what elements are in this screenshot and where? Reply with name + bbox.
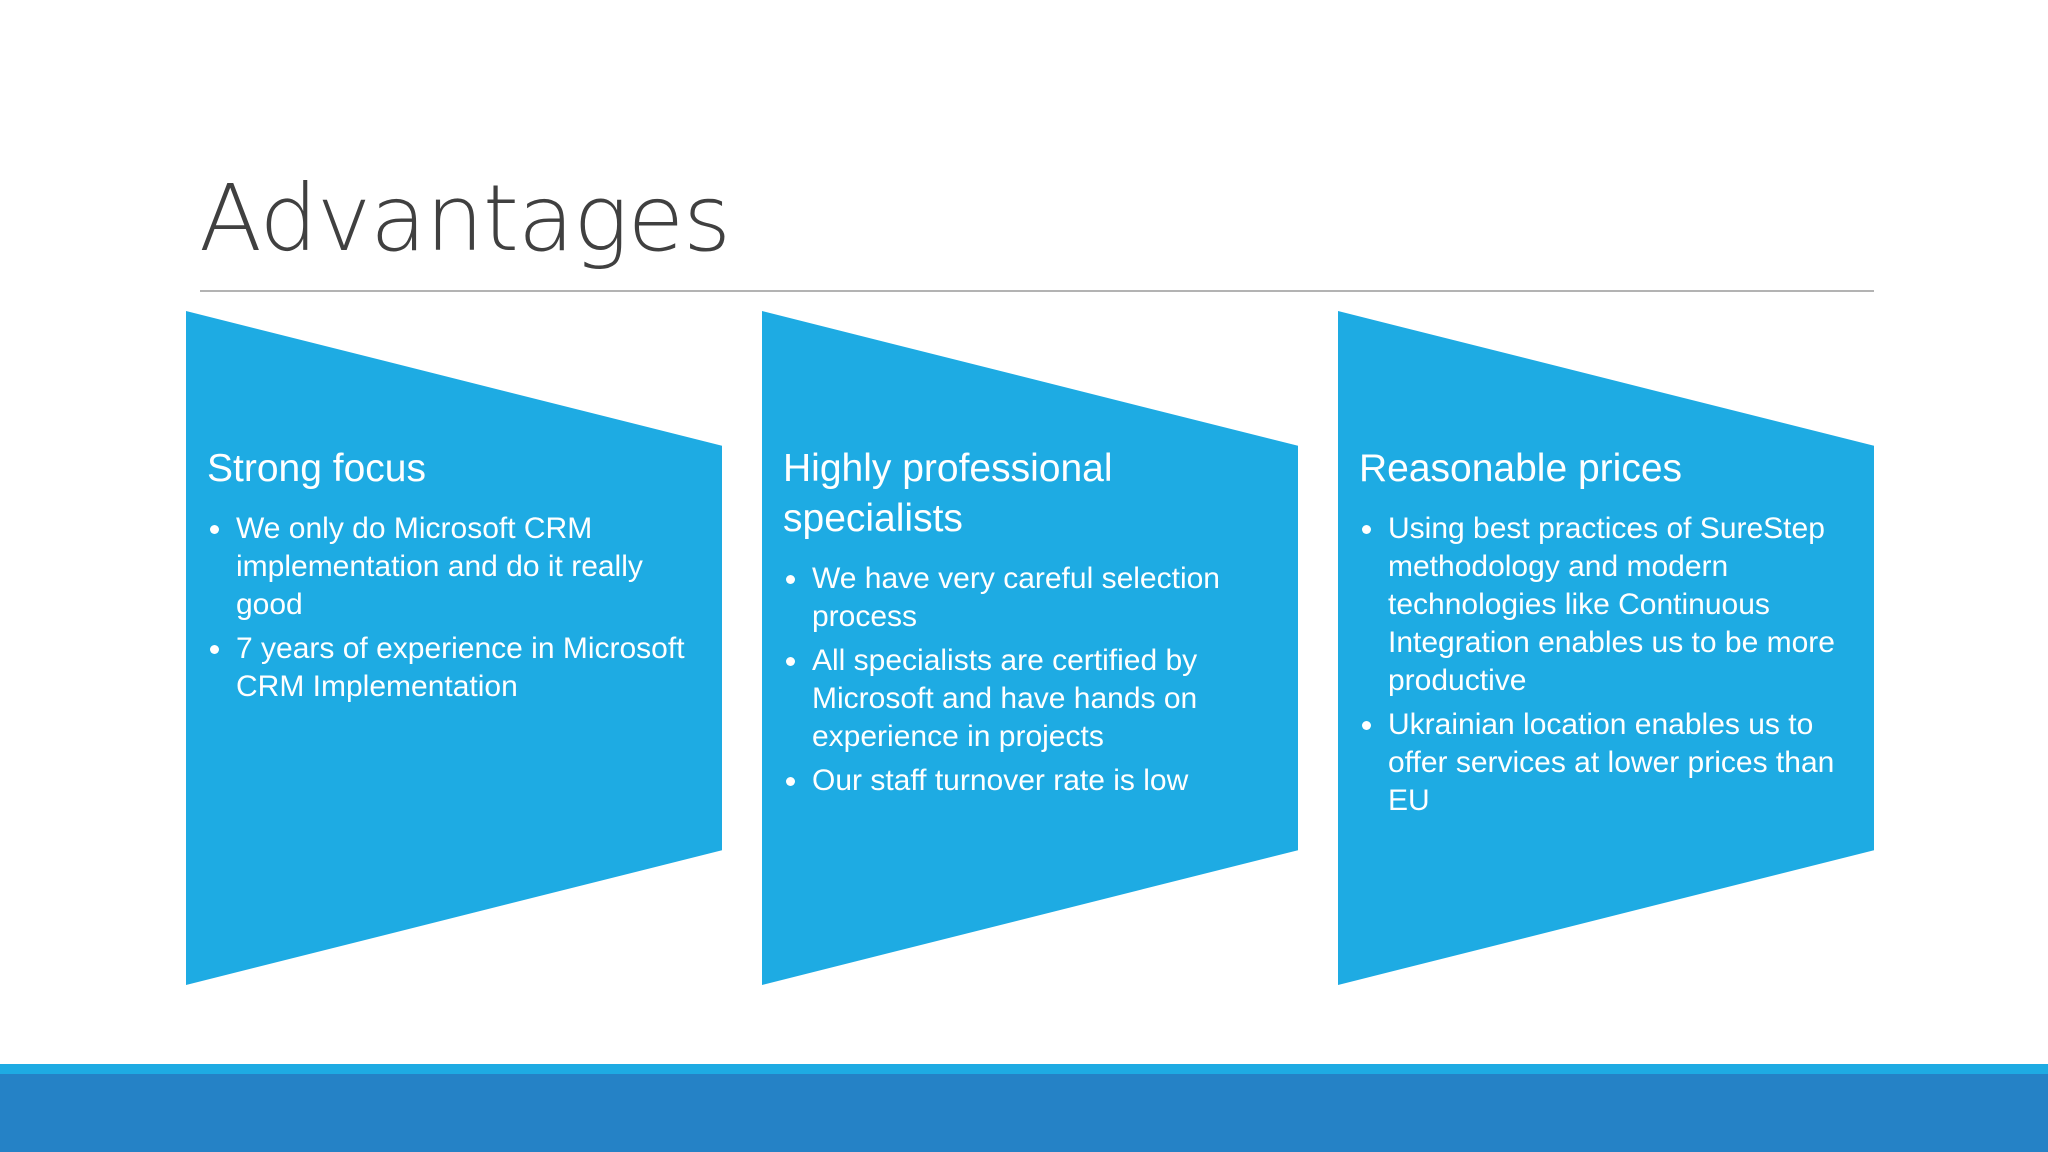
panel-strong-focus: Strong focus We only do Microsoft CRM im…: [186, 311, 722, 985]
panel-heading: Reasonable prices: [1359, 447, 1683, 490]
panel-reasonable-prices: Reasonable prices Using best practices o…: [1338, 311, 1874, 985]
bullet-item: 7 years of experience in Microsoft CRM I…: [207, 630, 697, 706]
bullet-item: We only do Microsoft CRM implementation …: [207, 510, 697, 624]
bullet-item: We have very careful selection process: [783, 560, 1273, 636]
title-divider: [200, 290, 1874, 292]
bullet-item: Ukrainian location enables us to offer s…: [1359, 706, 1849, 820]
bullet-list: Using best practices of SureStep methodo…: [1359, 510, 1849, 820]
panel-professional-specialists: Highly professional specialists We have …: [762, 311, 1298, 985]
bullet-item: Using best practices of SureStep methodo…: [1359, 510, 1849, 700]
panel-heading: Highly professional specialists: [783, 447, 1113, 540]
footer-bar: [0, 1074, 2048, 1152]
bullet-list: We only do Microsoft CRM implementation …: [207, 510, 697, 706]
bullet-item: Our staff turnover rate is low: [783, 762, 1273, 800]
bullet-item: All specialists are certified by Microso…: [783, 642, 1273, 756]
panel-content: Highly professional specialists We have …: [783, 444, 1273, 806]
slide-title: Advantages: [199, 165, 731, 272]
panel-content: Reasonable prices Using best practices o…: [1359, 444, 1849, 826]
footer-accent-stripe: [0, 1064, 2048, 1074]
panel-content: Strong focus We only do Microsoft CRM im…: [207, 444, 697, 712]
panel-heading: Strong focus: [207, 447, 426, 490]
bullet-list: We have very careful selection process A…: [783, 560, 1273, 800]
